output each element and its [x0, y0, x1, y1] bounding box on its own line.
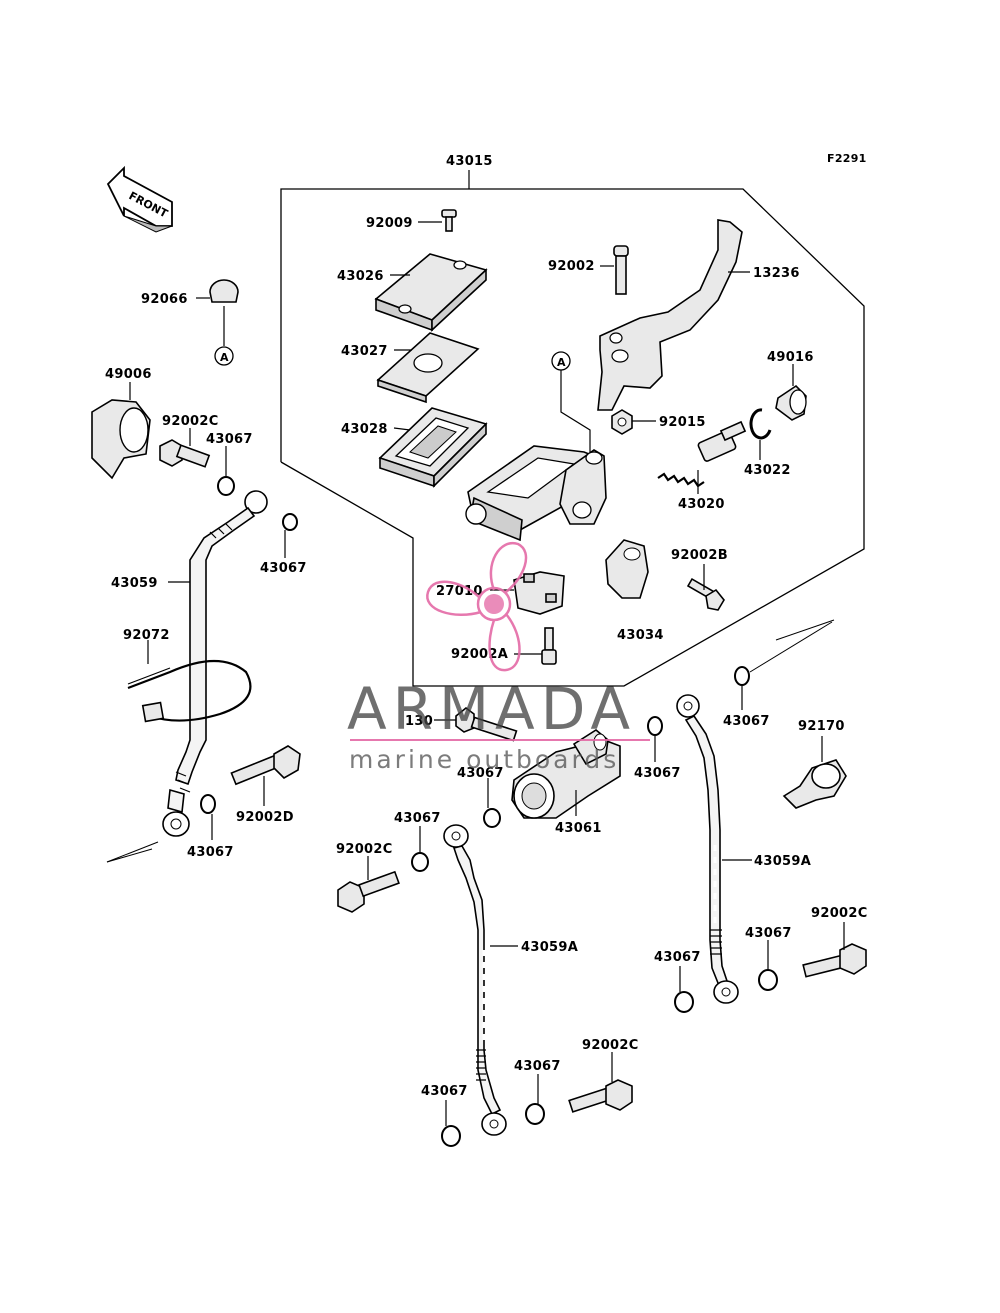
bracket-92170: [782, 736, 847, 809]
cover-49006: [91, 382, 151, 480]
washer-43067-tl2: [282, 513, 298, 558]
label-43067-m1: 43067: [457, 766, 504, 781]
label-43067-b1: 43067: [421, 1084, 468, 1099]
label-92002a: 92002A: [451, 647, 508, 662]
ref-marker-a-inner: A: [551, 351, 591, 452]
plate-43027: [376, 332, 480, 404]
label-92002c-right: 92002C: [811, 906, 868, 921]
pivot-bolt-92002: [600, 245, 629, 295]
washer-43067-m2: [647, 716, 663, 762]
armada-watermark: ARMADA marine outboards: [347, 541, 650, 774]
washer-43067-bl: [200, 794, 216, 840]
svg-text:A: A: [557, 356, 566, 369]
label-43059: 43059: [111, 576, 158, 591]
label-92002b: 92002B: [671, 548, 728, 563]
label-43061: 43061: [555, 821, 602, 836]
cap-plug-92066: [196, 279, 239, 346]
watermark-brand: ARMADA: [347, 675, 636, 743]
label-130: 130: [405, 714, 433, 729]
label-43067-m3: 43067: [394, 811, 441, 826]
label-43026: 43026: [337, 269, 384, 284]
nut-92015: [611, 409, 656, 435]
label-43059a-right: 43059A: [754, 854, 811, 869]
svg-text:A: A: [220, 351, 229, 364]
label-43067-b2: 43067: [514, 1059, 561, 1074]
front-direction-arrow: FRONT: [106, 165, 173, 233]
label-43020: 43020: [678, 497, 725, 512]
bolt-92002d: [230, 745, 301, 806]
washer-43067-r2: [674, 966, 694, 1013]
label-92002d: 92002D: [236, 810, 294, 825]
label-92002: 92002: [548, 259, 595, 274]
bolt-92002c-mid: [337, 856, 400, 913]
banjo-bolt-92002c-top: [159, 428, 211, 468]
label-92170: 92170: [798, 719, 845, 734]
label-92009: 92009: [366, 216, 413, 231]
joint-43061: [511, 729, 621, 819]
label-43067-bl: 43067: [187, 845, 234, 860]
bolt-92002b: [686, 564, 725, 611]
propeller-logo-icon: [426, 541, 528, 672]
screw-92009: [418, 209, 457, 232]
washer-43067-m1: [483, 778, 501, 828]
label-43027: 43027: [341, 344, 388, 359]
bolt-92002c-right: [802, 922, 867, 978]
brake-hose-43059: [106, 490, 268, 863]
bolt-130: [434, 706, 518, 742]
washer-43067-m3: [411, 826, 429, 872]
label-43022: 43022: [744, 463, 791, 478]
label-43067-r3: 43067: [745, 926, 792, 941]
clamp-92072: [127, 640, 252, 723]
label-49006: 49006: [105, 367, 152, 382]
label-92015: 92015: [659, 415, 706, 430]
label-43067-m2: 43067: [634, 766, 681, 781]
label-43028: 43028: [341, 422, 388, 437]
label-92002c-bottom: 92002C: [582, 1038, 639, 1053]
label-43067-tl1: 43067: [206, 432, 253, 447]
washer-43067-b1: [441, 1100, 461, 1147]
cap-43026: [374, 253, 488, 332]
label-49016: 49016: [767, 350, 814, 365]
label-43067-tl2: 43067: [260, 561, 307, 576]
label-43067-r2: 43067: [654, 950, 701, 965]
master-cylinder-body: [465, 445, 607, 542]
washer-43067-b2: [525, 1074, 545, 1125]
label-43059a-mid: 43059A: [521, 940, 578, 955]
switch-27010: [490, 571, 565, 615]
brake-hose-43059a-mid: [443, 824, 518, 1136]
label-43015: 43015: [446, 154, 493, 169]
label-92002c-mid: 92002C: [336, 842, 393, 857]
label-13236: 13236: [753, 266, 800, 281]
holder-43034: [605, 539, 649, 599]
brake-lever-13236: [597, 219, 750, 411]
label-43034: 43034: [617, 628, 664, 643]
label-43067-r1: 43067: [723, 714, 770, 729]
washer-43067-r3: [758, 940, 778, 991]
diagram-code: F2291: [827, 152, 867, 165]
washer-43067-tl1: [217, 446, 235, 496]
diaphragm-43028: [378, 407, 488, 488]
assembly-43015-boundary: 43015: [280, 154, 865, 687]
ref-marker-a-outer: A: [214, 346, 234, 366]
boot-49016: [775, 364, 807, 421]
brake-hose-43059a-right: [676, 694, 752, 1004]
washer-43067-r1: [734, 619, 835, 710]
label-92072: 92072: [123, 628, 170, 643]
label-27010: 27010: [436, 584, 483, 599]
piston-kit-43020: [657, 420, 747, 494]
label-92066: 92066: [141, 292, 188, 307]
label-92002c-top: 92002C: [162, 414, 219, 429]
circlip-43022: [749, 408, 772, 460]
watermark-tagline: marine outboards: [349, 745, 619, 774]
bolt-92002c-bottom: [568, 1052, 633, 1113]
